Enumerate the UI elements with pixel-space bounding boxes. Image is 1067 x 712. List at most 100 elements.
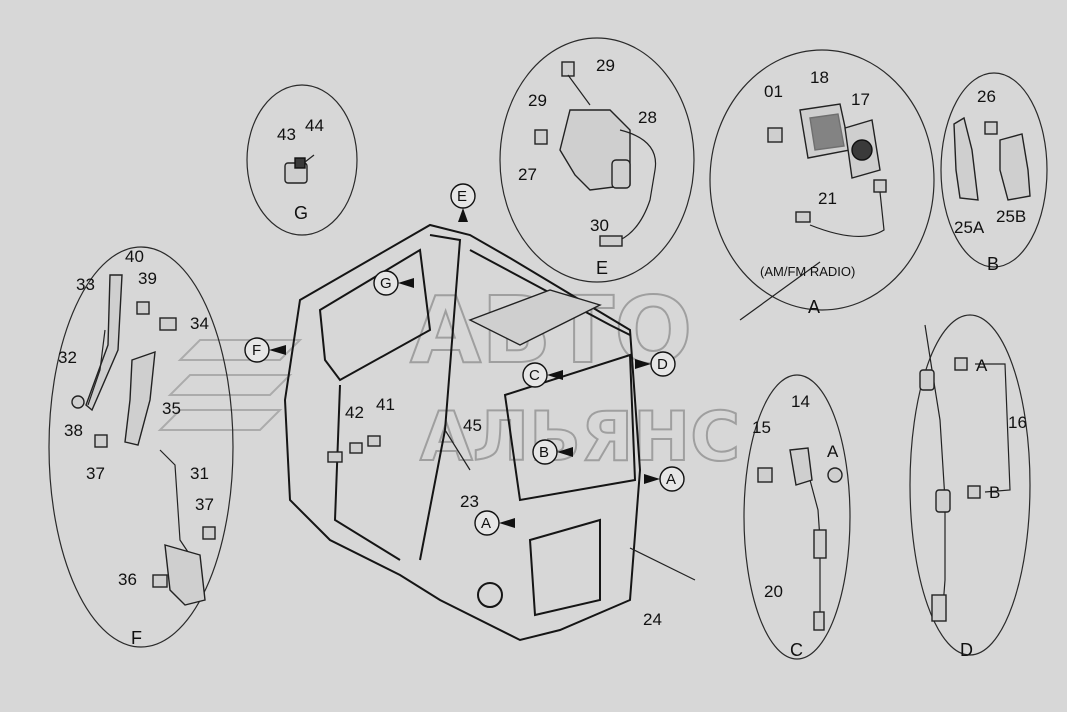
label-35: 35 (162, 399, 181, 418)
label-43: 43 (277, 125, 296, 144)
wiper-blade-33 (85, 274, 123, 412)
callout-c: C (522, 362, 563, 388)
caption-group-f: F (131, 628, 142, 648)
label-38: 38 (64, 421, 83, 440)
label-18: 18 (810, 68, 829, 87)
svg-text:E: E (457, 188, 467, 205)
svg-text:F: F (252, 342, 261, 359)
caption-group-e: E (596, 258, 608, 278)
part-labels: 43 44 29 29 28 27 30 01 18 17 21 26 25A … (58, 56, 1027, 629)
label-34: 34 (190, 314, 209, 333)
antenna-base (931, 594, 947, 622)
cab-front-pillar (419, 234, 462, 561)
cab-grommet (477, 582, 503, 608)
label-25a: 25A (954, 218, 985, 237)
group-outline-g (246, 84, 358, 236)
label-ref-a-c: A (827, 442, 839, 461)
label-29-mid: 29 (528, 91, 547, 110)
cable-plug-28 (599, 235, 623, 247)
label-16: 16 (1008, 413, 1027, 432)
callout-b: B (532, 439, 573, 465)
cab-floor-frame (333, 384, 401, 561)
label-ref-b-d: B (989, 483, 1000, 502)
wiper-arm-32 (87, 329, 106, 406)
label-31: 31 (190, 464, 209, 483)
antenna-plug (813, 611, 825, 631)
watermark-line2: АЛЬЯНС (420, 398, 740, 477)
label-45: 45 (463, 416, 482, 435)
screw-15 (757, 467, 773, 483)
callout-g: G (373, 270, 414, 296)
group-c-parts (757, 447, 843, 631)
group-e-parts (534, 61, 657, 247)
label-15: 15 (752, 418, 771, 437)
caption-group-b: B (987, 254, 999, 274)
label-30: 30 (590, 216, 609, 235)
clip-41 (367, 435, 381, 447)
bolt-37-left (94, 434, 108, 448)
watermark-logo-stripes (157, 339, 303, 431)
nut-39 (136, 301, 150, 315)
washer-38 (71, 395, 85, 409)
label-21: 21 (818, 189, 837, 208)
note-am-fm-radio: (AM/FM RADIO) (760, 264, 855, 279)
clip-42a (327, 451, 343, 463)
bolt-26 (984, 121, 998, 135)
caption-group-c: C (790, 640, 803, 660)
caption-group-g: G (294, 203, 308, 223)
bolt-ref-a (954, 357, 968, 371)
label-17: 17 (851, 90, 870, 109)
callout-a-lower: A (474, 510, 515, 536)
harness-24 (629, 547, 696, 581)
group-a-parts (739, 103, 887, 321)
label-40: 40 (125, 247, 144, 266)
cap-34 (159, 317, 177, 331)
group-outline-f (48, 246, 234, 648)
group-outline-d (909, 314, 1031, 656)
caption-group-a: A (808, 297, 820, 317)
bracket-30 (611, 159, 631, 189)
group-g-parts (284, 154, 315, 184)
label-26: 26 (977, 87, 996, 106)
wiper-motor (164, 544, 206, 606)
bracket-14 (789, 447, 813, 486)
grommet-c (827, 467, 843, 483)
label-39: 39 (138, 269, 157, 288)
switch-cap-44 (294, 157, 306, 169)
antenna-mast-16 (924, 324, 946, 621)
group-captions: G E (AM/FM RADIO) A B F C D (131, 203, 999, 660)
clip-42b (349, 442, 363, 454)
label-42: 42 (345, 403, 364, 422)
svg-text:A: A (481, 515, 491, 532)
link-rod-31 (159, 449, 191, 556)
antenna-joint (813, 529, 827, 559)
bolt-ref-b (967, 485, 981, 499)
bolt-37-right (202, 526, 216, 540)
wire-harness-21 (809, 191, 885, 238)
connector-21-a (873, 179, 887, 193)
svg-text:C: C (529, 367, 540, 384)
label-23: 23 (460, 492, 479, 511)
label-ref-a-d: A (976, 356, 988, 375)
label-27: 27 (518, 165, 537, 184)
cab-roof-vent (468, 289, 602, 346)
handle-25b (999, 133, 1031, 201)
handle-25a (953, 116, 979, 201)
mast-bracket-bottom (935, 489, 951, 513)
leader-16 (975, 363, 1011, 493)
group-outline-b (940, 72, 1048, 268)
label-36: 36 (118, 570, 137, 589)
callout-e: E (450, 183, 476, 222)
cable-28 (619, 129, 657, 241)
cab-left-window (318, 248, 432, 382)
label-20: 20 (764, 582, 783, 601)
svg-text:A: A (666, 471, 676, 488)
antenna-cable-20 (809, 479, 821, 620)
svg-text:B: B (539, 444, 549, 461)
cab-roof-edge (469, 249, 631, 336)
label-37-right: 37 (195, 495, 214, 514)
group-outline-c (743, 374, 851, 660)
group-d-parts (919, 324, 1011, 622)
